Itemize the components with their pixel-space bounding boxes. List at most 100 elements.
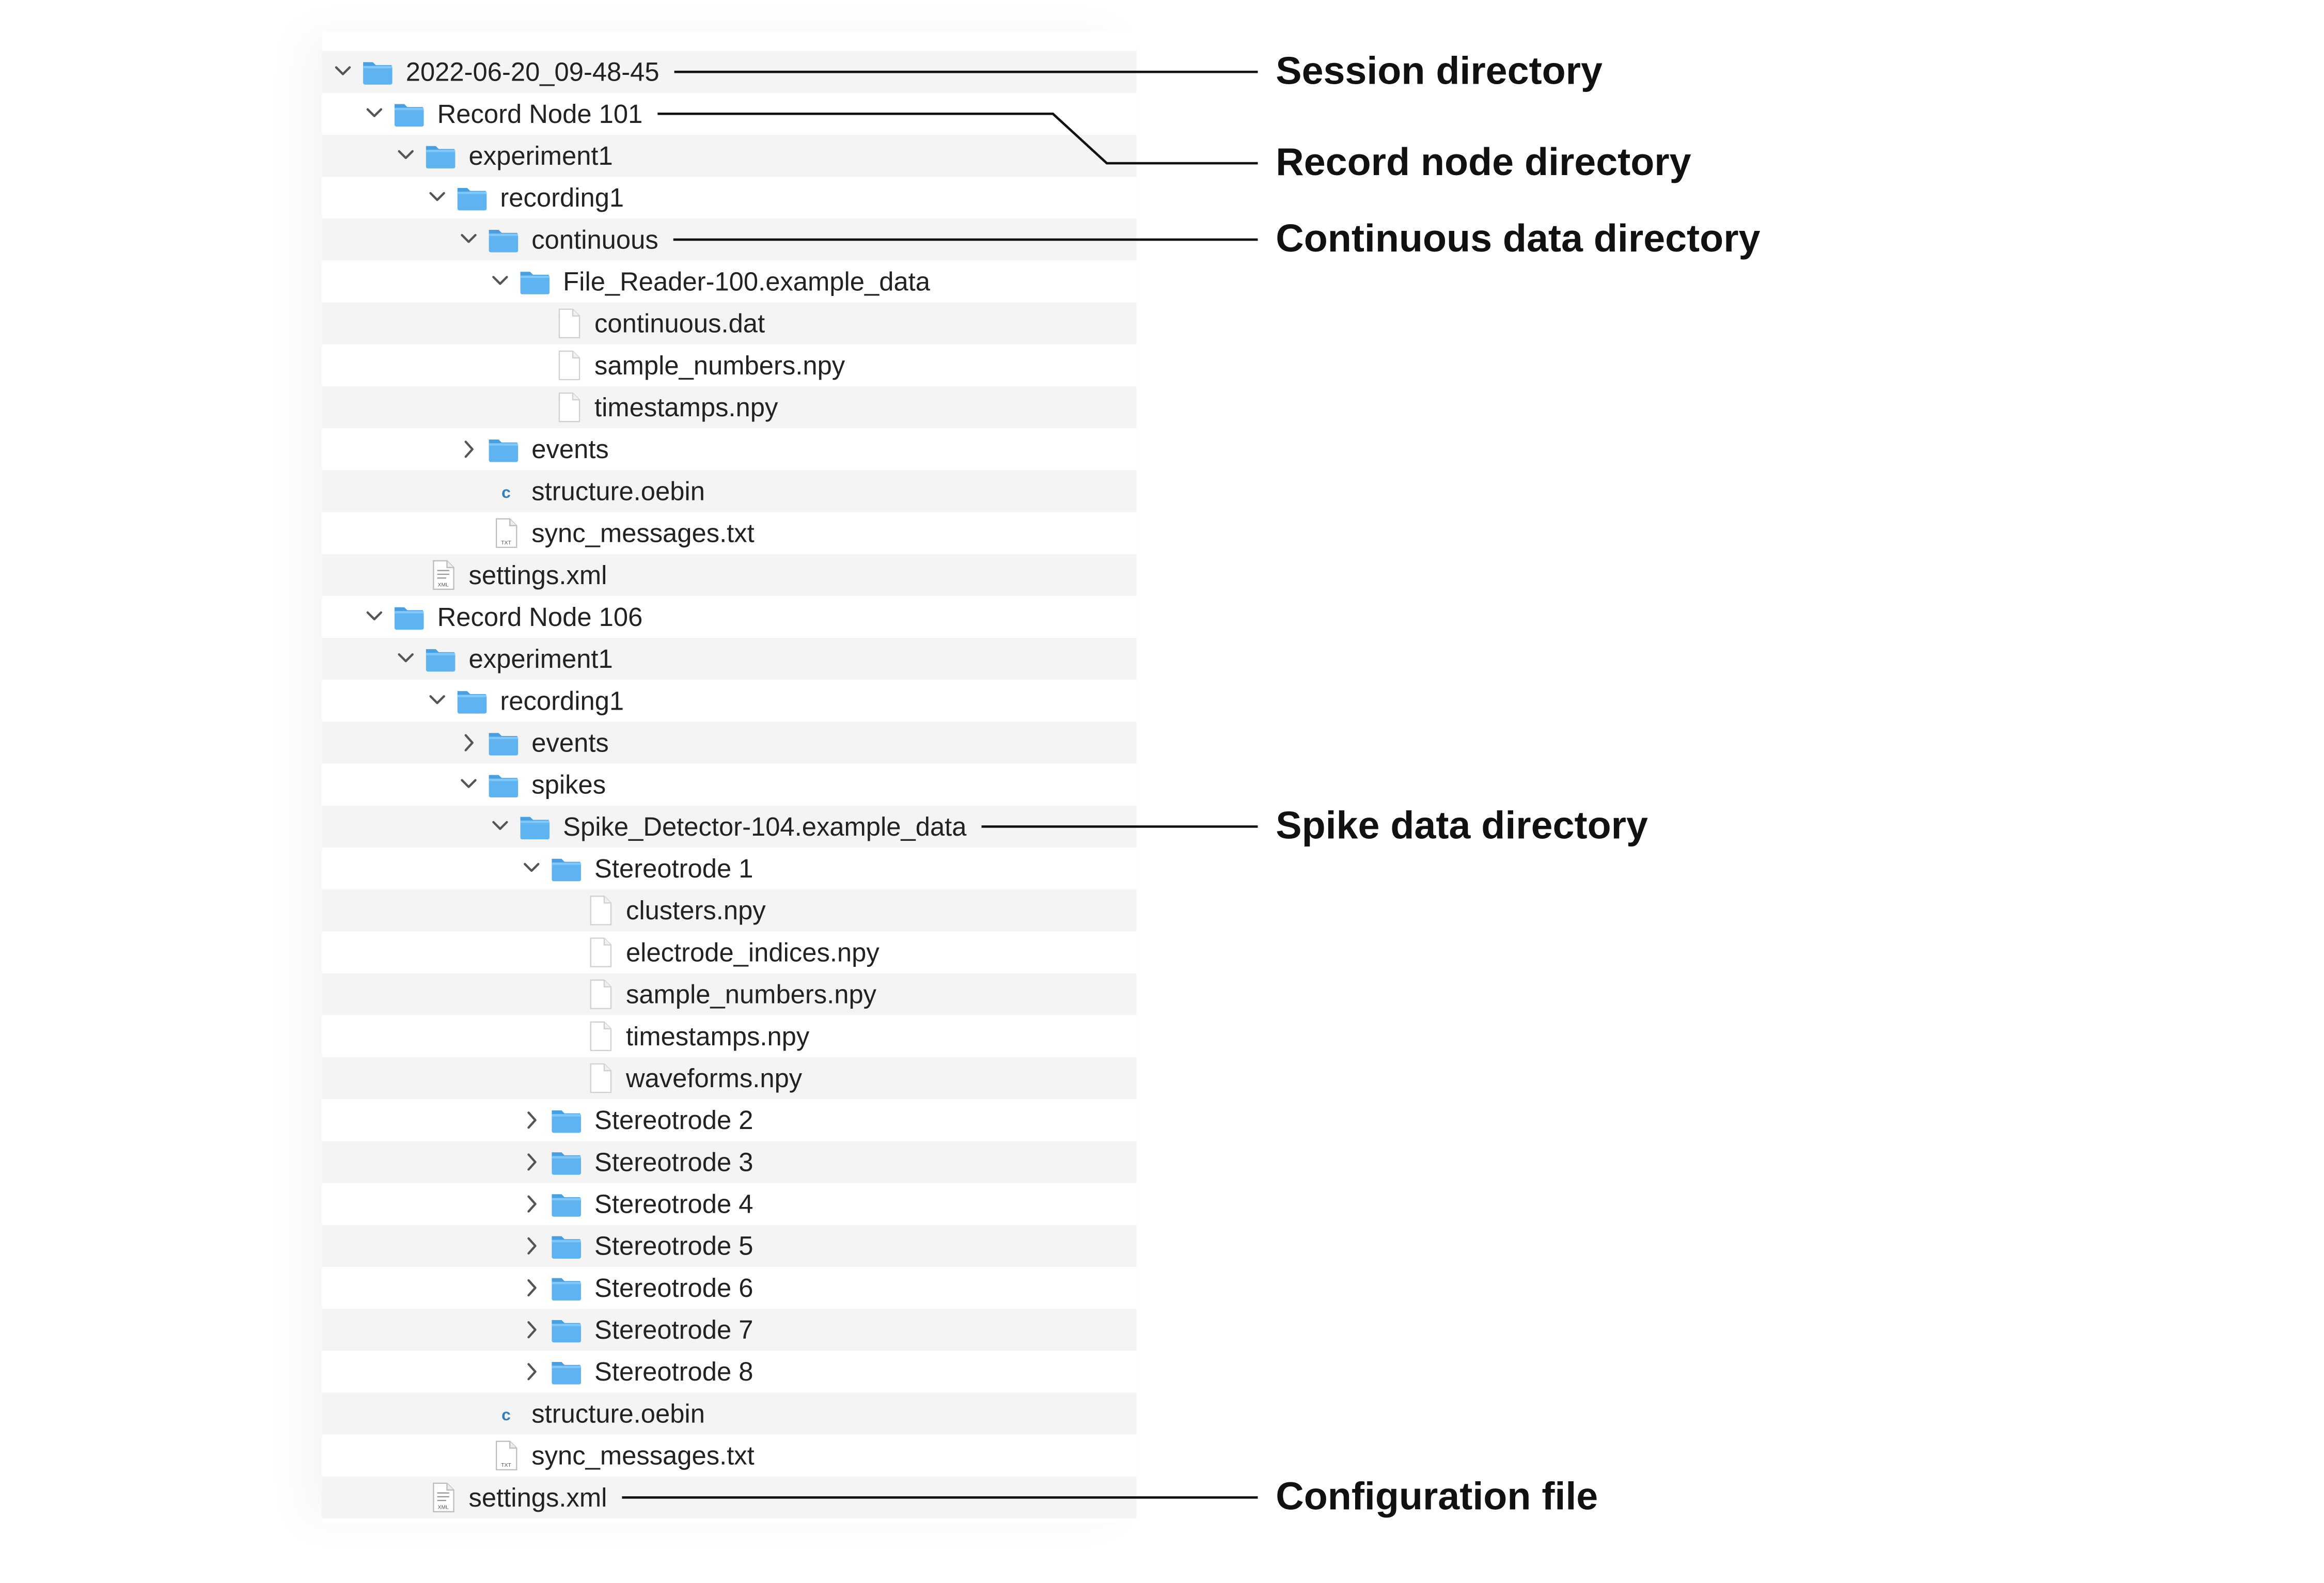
chevron-right-icon[interactable] bbox=[521, 1231, 542, 1261]
item-label: recording1 bbox=[500, 182, 624, 213]
folder-row[interactable]: Record Node 106 bbox=[322, 595, 1137, 638]
chevron-down-icon[interactable] bbox=[458, 225, 479, 255]
item-label: sample_numbers.npy bbox=[594, 350, 845, 381]
chevron-right-icon[interactable] bbox=[521, 1357, 542, 1387]
svg-text:TXT: TXT bbox=[501, 540, 511, 546]
folder-row[interactable]: Stereotrode 1 bbox=[322, 848, 1137, 890]
item-label: timestamps.npy bbox=[594, 392, 778, 422]
chevron-right-icon[interactable] bbox=[458, 728, 479, 758]
item-label: electrode_indices.npy bbox=[625, 937, 880, 968]
item-label: experiment1 bbox=[468, 644, 613, 674]
file-icon bbox=[586, 936, 619, 969]
file-row[interactable]: TXT sync_messages.txt bbox=[322, 1434, 1137, 1477]
folder-row[interactable]: Stereotrode 7 bbox=[322, 1309, 1137, 1351]
folder-icon bbox=[518, 810, 551, 843]
xml-file-icon: XML bbox=[428, 558, 461, 591]
folder-row[interactable]: events bbox=[322, 428, 1137, 471]
item-label: Stereotrode 6 bbox=[594, 1273, 753, 1303]
item-label: clusters.npy bbox=[625, 895, 766, 926]
folder-icon bbox=[486, 726, 520, 759]
text-file-icon: TXT bbox=[491, 516, 524, 550]
item-label: Stereotrode 2 bbox=[594, 1105, 753, 1135]
item-label: sync_messages.txt bbox=[531, 1440, 755, 1471]
chevron-right-icon[interactable] bbox=[521, 1147, 542, 1177]
folder-row[interactable]: Stereotrode 6 bbox=[322, 1266, 1137, 1309]
chevron-down-icon[interactable] bbox=[458, 770, 479, 800]
folder-icon bbox=[486, 433, 520, 466]
item-label: settings.xml bbox=[468, 560, 607, 590]
chevron-down-icon[interactable] bbox=[364, 602, 385, 632]
folder-row[interactable]: Stereotrode 4 bbox=[322, 1183, 1137, 1225]
folder-icon bbox=[549, 1187, 583, 1220]
item-label: experiment1 bbox=[468, 140, 613, 171]
chevron-down-icon[interactable] bbox=[395, 141, 416, 171]
svg-text:XML: XML bbox=[438, 582, 449, 588]
folder-row[interactable]: recording1 bbox=[322, 680, 1137, 722]
file-row[interactable]: timestamps.npy bbox=[322, 1015, 1137, 1057]
folder-row[interactable]: experiment1 bbox=[322, 638, 1137, 680]
chevron-down-icon[interactable] bbox=[427, 183, 448, 213]
folder-row[interactable]: Stereotrode 3 bbox=[322, 1141, 1137, 1183]
folder-icon bbox=[455, 181, 488, 214]
folder-row[interactable]: File_Reader-100.example_data bbox=[322, 260, 1137, 303]
chevron-right-icon[interactable] bbox=[458, 434, 479, 464]
file-icon bbox=[586, 894, 619, 927]
folder-row[interactable]: Stereotrode 5 bbox=[322, 1225, 1137, 1267]
file-row[interactable]: sample_numbers.npy bbox=[322, 973, 1137, 1015]
chevron-right-icon[interactable] bbox=[521, 1273, 542, 1303]
chevron-down-icon[interactable] bbox=[364, 99, 385, 129]
folder-icon bbox=[392, 97, 426, 130]
item-label: Stereotrode 4 bbox=[594, 1189, 753, 1219]
folder-row[interactable]: Stereotrode 2 bbox=[322, 1099, 1137, 1141]
file-row[interactable]: XML settings.xml bbox=[322, 554, 1137, 596]
item-label: events bbox=[531, 434, 609, 464]
file-row[interactable]: clusters.npy bbox=[322, 889, 1137, 932]
folder-icon bbox=[486, 223, 520, 256]
file-row[interactable]: TXT sync_messages.txt bbox=[322, 512, 1137, 554]
folder-icon bbox=[424, 642, 457, 676]
folder-row[interactable]: spikes bbox=[322, 763, 1137, 806]
chevron-down-icon[interactable] bbox=[490, 811, 511, 841]
item-label: Stereotrode 7 bbox=[594, 1314, 753, 1345]
item-label: sync_messages.txt bbox=[531, 518, 755, 548]
item-label: waveforms.npy bbox=[625, 1063, 803, 1093]
file-row[interactable]: timestamps.npy bbox=[322, 386, 1137, 429]
c-source-file-icon: c bbox=[491, 475, 524, 508]
chevron-down-icon[interactable] bbox=[427, 686, 448, 716]
file-icon bbox=[554, 307, 587, 340]
file-icon bbox=[586, 1062, 619, 1095]
folder-row[interactable]: Stereotrode 8 bbox=[322, 1351, 1137, 1393]
chevron-down-icon[interactable] bbox=[395, 644, 416, 674]
chevron-down-icon[interactable] bbox=[490, 267, 511, 296]
file-row[interactable]: continuous.dat bbox=[322, 302, 1137, 344]
folder-icon bbox=[549, 1146, 583, 1179]
file-icon bbox=[586, 1020, 619, 1053]
chevron-right-icon[interactable] bbox=[521, 1315, 542, 1345]
folder-row[interactable]: recording1 bbox=[322, 177, 1137, 219]
annotation-label: Record node directory bbox=[1276, 139, 1691, 184]
item-label: Stereotrode 1 bbox=[594, 853, 753, 884]
folder-icon bbox=[392, 601, 426, 634]
chevron-down-icon[interactable] bbox=[333, 57, 354, 87]
item-label: sample_numbers.npy bbox=[625, 979, 877, 1010]
folder-icon bbox=[549, 1229, 583, 1262]
svg-text:TXT: TXT bbox=[501, 1463, 511, 1468]
item-label: settings.xml bbox=[468, 1482, 607, 1513]
folder-icon bbox=[486, 768, 520, 801]
file-row[interactable]: sample_numbers.npy bbox=[322, 344, 1137, 387]
file-row[interactable]: electrode_indices.npy bbox=[322, 931, 1137, 974]
annotation-label: Continuous data directory bbox=[1276, 215, 1761, 261]
chevron-down-icon[interactable] bbox=[521, 854, 542, 884]
file-row[interactable]: waveforms.npy bbox=[322, 1057, 1137, 1100]
folder-row[interactable]: experiment1 bbox=[322, 134, 1137, 177]
file-icon bbox=[554, 349, 587, 382]
item-label: structure.oebin bbox=[531, 476, 705, 506]
text-file-icon: TXT bbox=[491, 1439, 524, 1472]
annotation-label: Configuration file bbox=[1276, 1474, 1598, 1518]
chevron-right-icon[interactable] bbox=[521, 1189, 542, 1219]
folder-row[interactable]: events bbox=[322, 722, 1137, 764]
chevron-right-icon[interactable] bbox=[521, 1105, 542, 1135]
